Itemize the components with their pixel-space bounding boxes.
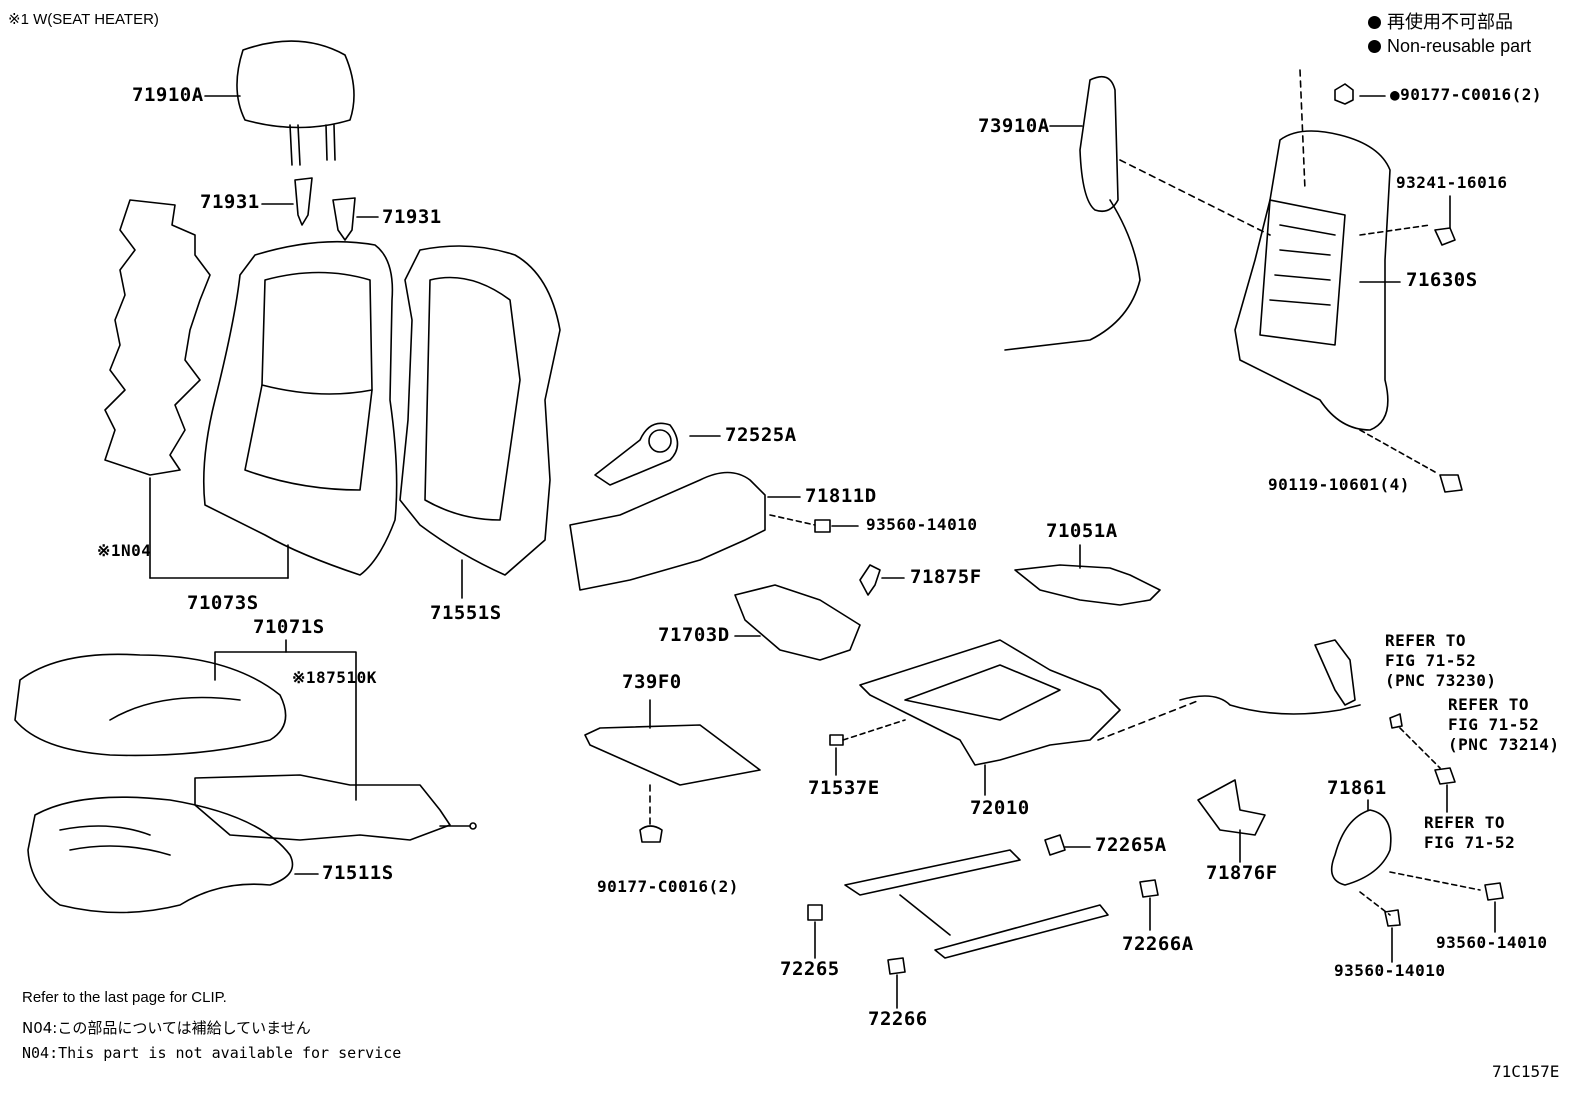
part-label: ※1N04 [97,541,152,560]
seat-heater-note: ※1 W(SEAT HEATER) [8,11,159,28]
seat-heater-cushion-part [194,774,477,841]
part-label: 71051A [1046,520,1118,542]
part-label: 71073S [187,592,259,614]
legend-jp: 再使用不可部品 [1368,13,1513,31]
seat-cushion-cover-part [14,639,357,801]
non-reusable-dot-icon [1368,40,1381,53]
part-label: 90119-10601(4) [1268,475,1410,494]
refer-to-label: FIG 71-52 [1424,833,1516,852]
n04-note-en: N04:This part is not available for servi… [22,1044,402,1062]
part-label: 72525A [725,424,797,446]
clip-72266-part [887,957,906,1009]
part-label: 71071S [253,616,325,638]
seat-back-cover-part [202,240,398,579]
refer-to-label: REFER TO [1424,813,1506,832]
legend-en-text: Non-reusable part [1387,36,1532,56]
part-label: 71910A [132,84,204,106]
part-label: 71931 [200,191,260,213]
clip-72265a-part [1044,834,1091,856]
seat-cushion-pad-part [27,796,319,914]
part-label: 72266 [868,1008,928,1030]
part-label: 739F0 [622,671,682,693]
part-label: 90177-C0016(2) [597,877,739,896]
part-label: 72265A [1095,834,1167,856]
part-label: 93560-14010 [1334,961,1446,980]
clip-72265-part [807,904,823,959]
n04-note-jp: N04:この部品については補給していません [22,1019,311,1037]
part-label: 71861 [1327,777,1387,799]
non-reusable-dot-icon [1368,16,1381,29]
knob-part [594,422,721,486]
part-label: 72265 [780,958,840,980]
bracket-71875f-part [859,564,905,596]
refer-to-label: FIG 71-52 [1448,715,1540,734]
seat-adjuster-part [859,639,1201,796]
refer-to-label: FIG 71-52 [1385,651,1477,670]
bolt-93241-part [1434,195,1456,246]
part-label: 93560-14010 [866,515,978,534]
seat-heater-back-part [104,199,289,579]
refer-to-label: (PNC 73214) [1448,735,1560,754]
part-label: 71876F [1206,862,1278,884]
clip-72266a-part [1139,879,1159,931]
seat-back-frame-part [1234,69,1436,473]
refer-to-label: REFER TO [1448,695,1530,714]
headrest-part [204,40,355,166]
part-label: 72010 [970,797,1030,819]
side-airbag-part [1004,75,1271,351]
part-label: 72266A [1122,933,1194,955]
refer-to-label: REFER TO [1385,631,1467,650]
part-label: ●90177-C0016(2) [1390,85,1542,104]
clip-71537e-part [829,719,906,776]
cover-739f0-part [584,699,761,843]
clip-note: Refer to the last page for CLIP. [22,989,227,1006]
refer-to-label: (PNC 73230) [1385,671,1497,690]
legend-jp-text: 再使用不可部品 [1387,12,1513,32]
part-label: 71551S [430,602,502,624]
part-label: 71875F [910,566,982,588]
legend-en: Non-reusable part [1368,37,1531,55]
part-label: 71630S [1406,269,1478,291]
part-label: 71703D [658,624,730,646]
figure-code: 71C157E [1492,1062,1560,1081]
part-label: 93241-16016 [1396,173,1508,192]
cushion-under-tray-part [734,584,861,661]
seat-rail-part [844,849,1109,959]
seat-back-pad-part [399,245,561,599]
part-label: 93560-14010 [1436,933,1548,952]
headrest-support-part [261,177,379,241]
bracket-71876f-part [1197,779,1266,863]
recliner-cover-part [1330,799,1504,963]
bolt-90119-part [1439,474,1463,493]
nut-90177-part [1334,83,1386,105]
seatbelt-buckle-part [1179,639,1456,813]
part-label: 71811D [805,485,877,507]
part-label: 73910A [978,115,1050,137]
cushion-frame-cover-part [1014,544,1161,606]
seat-shield-part [569,471,859,591]
part-label: ※187510K [292,668,377,687]
part-label: 71931 [382,206,442,228]
part-label: 71537E [808,777,880,799]
part-label: 71511S [322,862,394,884]
